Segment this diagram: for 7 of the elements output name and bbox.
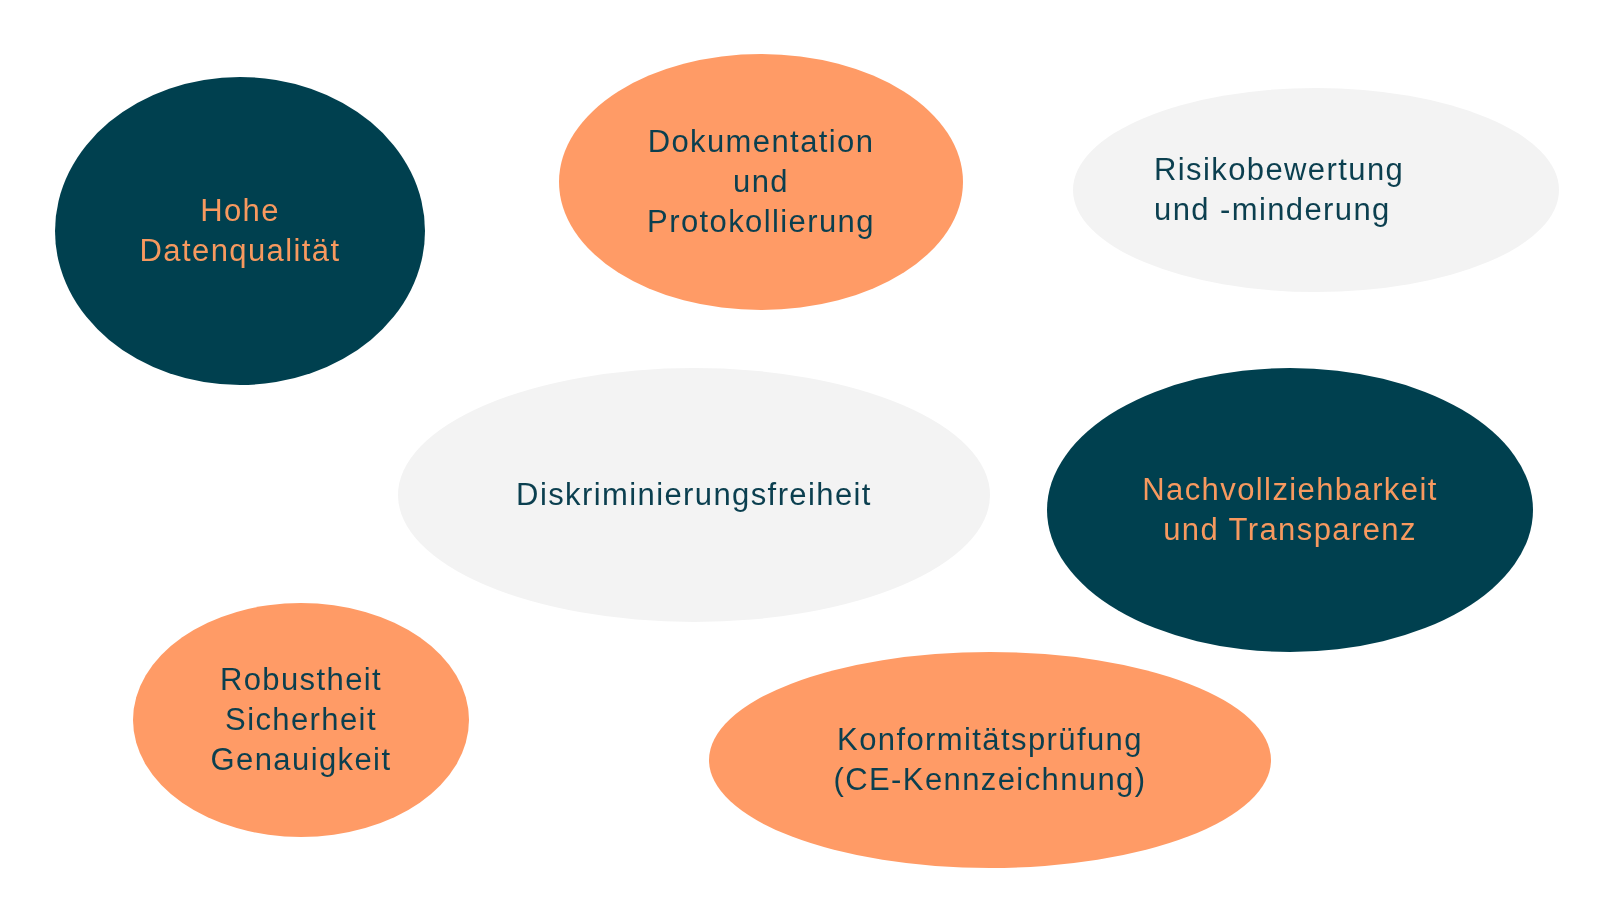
node-label: Nachvollziehbarkeit und Transparenz	[1141, 471, 1439, 549]
node-label: Dokumentation und Protokollierung	[646, 123, 876, 241]
node-label: Konformitätsprüfung (CE-Kennzeichnung)	[832, 721, 1148, 799]
node-label: Robustheit Sicherheit Genauigkeit	[209, 661, 393, 779]
node-label: Diskriminierungsfreiheit	[516, 476, 872, 514]
node-label: Risikobewertung und -minderung	[1154, 151, 1406, 229]
node-label: Hohe Datenqualität	[138, 192, 342, 270]
